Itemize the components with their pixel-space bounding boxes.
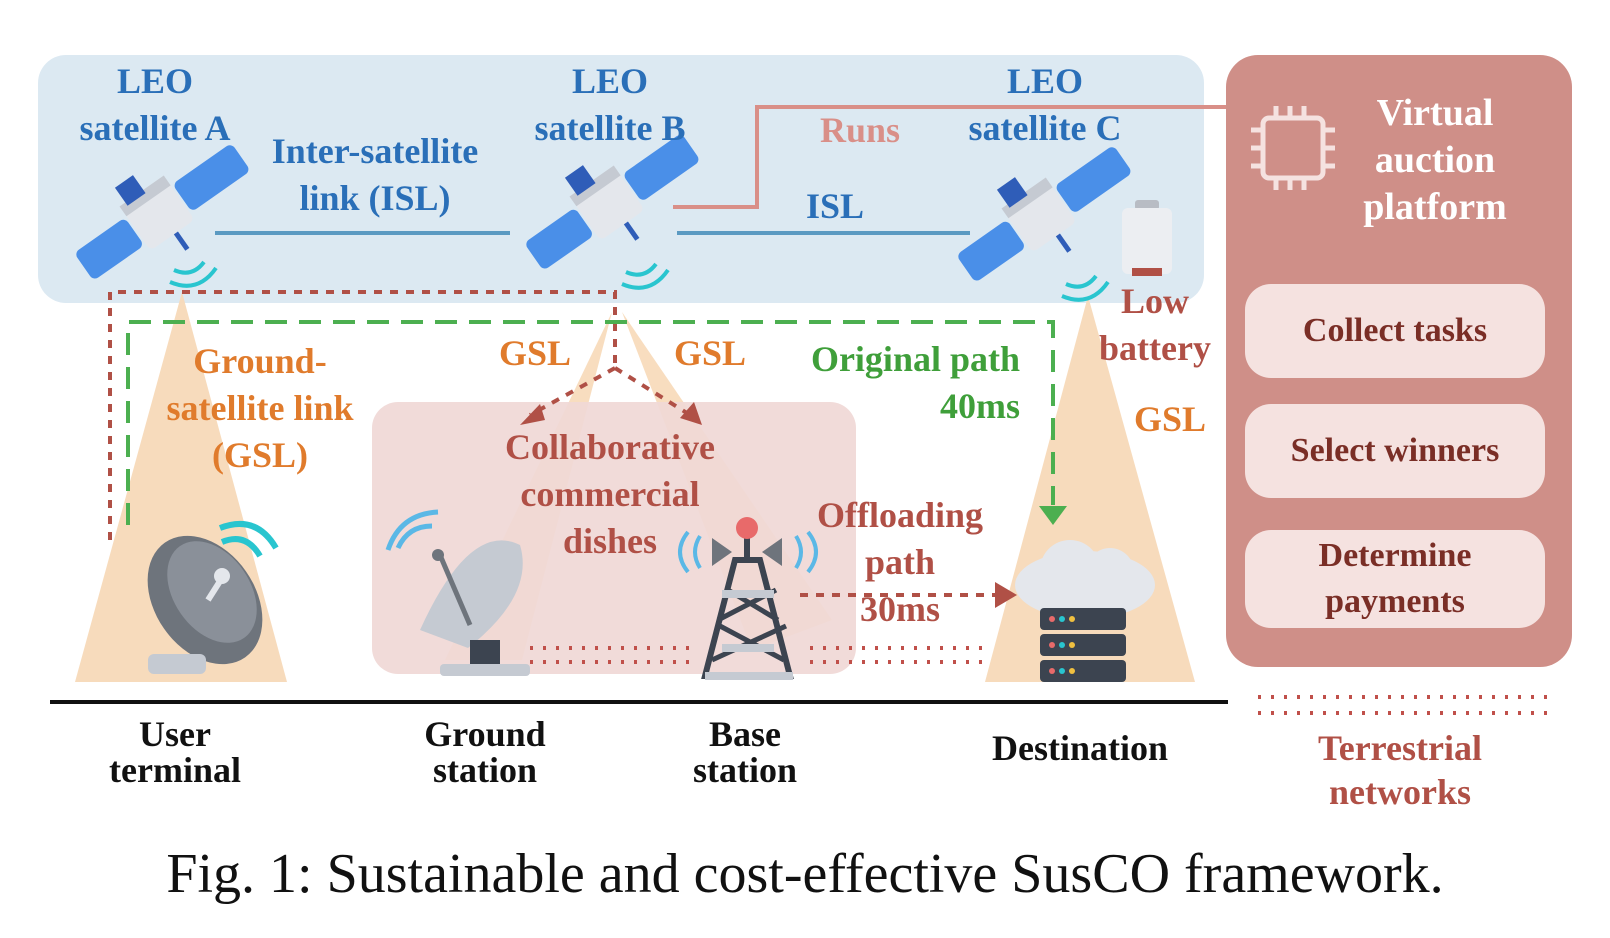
ground-station-line2: station [432,750,537,790]
satellite-a-signal-icon [169,260,218,288]
original-path-arrowhead [1039,506,1067,525]
original-path-line1: Original path [810,339,1020,379]
arrowhead-ground-station [520,404,545,425]
satellite-c-line2: satellite C [968,108,1122,148]
original-path-line2: 40ms [940,386,1020,426]
collab-line2: commercial [520,474,700,514]
destination-server-icon [1015,540,1155,682]
arrow-to-ground-station [529,366,616,417]
collab-line1: Collaborative [505,427,715,467]
user-terminal-line2: terminal [109,750,241,790]
user-terminal-dish-icon [147,521,279,674]
satellite-c-label: LEO satellite C [950,58,1140,152]
satellite-a-line1: LEO [116,61,194,101]
runs-connector [673,105,1226,209]
isl-long-label: Inter-satellite link (ISL) [250,128,500,222]
base-station-tower-icon [678,517,818,680]
original-path-line [126,320,1055,525]
satellite-b-icon [526,135,699,269]
base-station-line1: Base [709,714,781,754]
gsl-relay-path [108,290,617,540]
satellite-c-signal-icon [1061,274,1110,302]
isl-short-label: ISL [805,186,865,226]
user-terminal-label: User terminal [80,716,270,788]
original-path-label: Original path 40ms [780,336,1020,430]
gsl-long-line1: Ground- [193,341,327,381]
satellite-b-label: LEO satellite B [515,58,705,152]
isl-long-line2: link (ISL) [299,178,451,218]
offloading-line3: 30ms [860,589,940,629]
ground-station-label: Ground station [390,716,580,788]
gsl-long-line2: satellite link [166,388,354,428]
gsl-long-label: Ground- satellite link (GSL) [140,338,380,479]
offloading-label: Offloading path 30ms [800,492,1000,633]
low-battery-line1: Low [1120,281,1189,321]
gsl-long-line3: (GSL) [211,435,308,475]
figure-caption: Fig. 1: Sustainable and cost-effective S… [166,843,1444,905]
satellite-c-line1: LEO [1006,61,1084,101]
cpu-chip-icon [1251,106,1335,190]
ground-station-line1: Ground [424,714,546,754]
offloading-line1: Offloading [816,495,984,535]
base-station-label: Base station [650,716,840,788]
platform-title-line1: Virtual [1376,92,1494,134]
ground-station-dish-icon [385,509,530,676]
gsl-label-2: GSL [673,333,747,373]
determine-payments-step: Determine payments [1245,530,1545,628]
satellite-a-icon [76,145,249,279]
low-battery-icon [1122,200,1172,276]
low-battery-label: Low battery [1080,278,1230,372]
runs-label: Runs [819,110,901,150]
base-station-line2: station [692,750,797,790]
gsl-label-1: GSL [498,333,572,373]
collaborative-label: Collaborative commercial dishes [480,424,740,565]
satellite-b-line2: satellite B [534,108,686,148]
low-battery-line2: battery [1099,328,1211,368]
offloading-arrowhead [995,582,1017,608]
satellite-b-line1: LEO [571,61,649,101]
gsl-label-3: GSL [1133,399,1207,439]
destination-label: Destination [991,728,1168,768]
platform-title: Virtual auction platform [1330,90,1540,231]
terrestrial-line2: networks [1329,772,1471,812]
user-terminal-line1: User [139,714,211,754]
terrestrial-line1: Terrestrial [1318,728,1482,768]
collab-line3: dishes [562,521,658,561]
satellite-c-icon [958,147,1131,281]
satellite-a-label: LEO satellite A [60,58,250,152]
terrestrial-networks-label: Terrestrial networks [1290,726,1510,814]
isl-long-line1: Inter-satellite [271,131,479,171]
satellite-b-signal-icon [621,262,670,290]
arrowhead-base-station [680,402,702,425]
collect-tasks-step: Collect tasks [1245,284,1545,378]
select-winners-step: Select winners [1245,404,1545,498]
offloading-line2: path [864,542,936,582]
platform-title-line3: platform [1363,186,1507,228]
satellite-a-line2: satellite A [79,108,231,148]
platform-title-line2: auction [1374,139,1496,181]
